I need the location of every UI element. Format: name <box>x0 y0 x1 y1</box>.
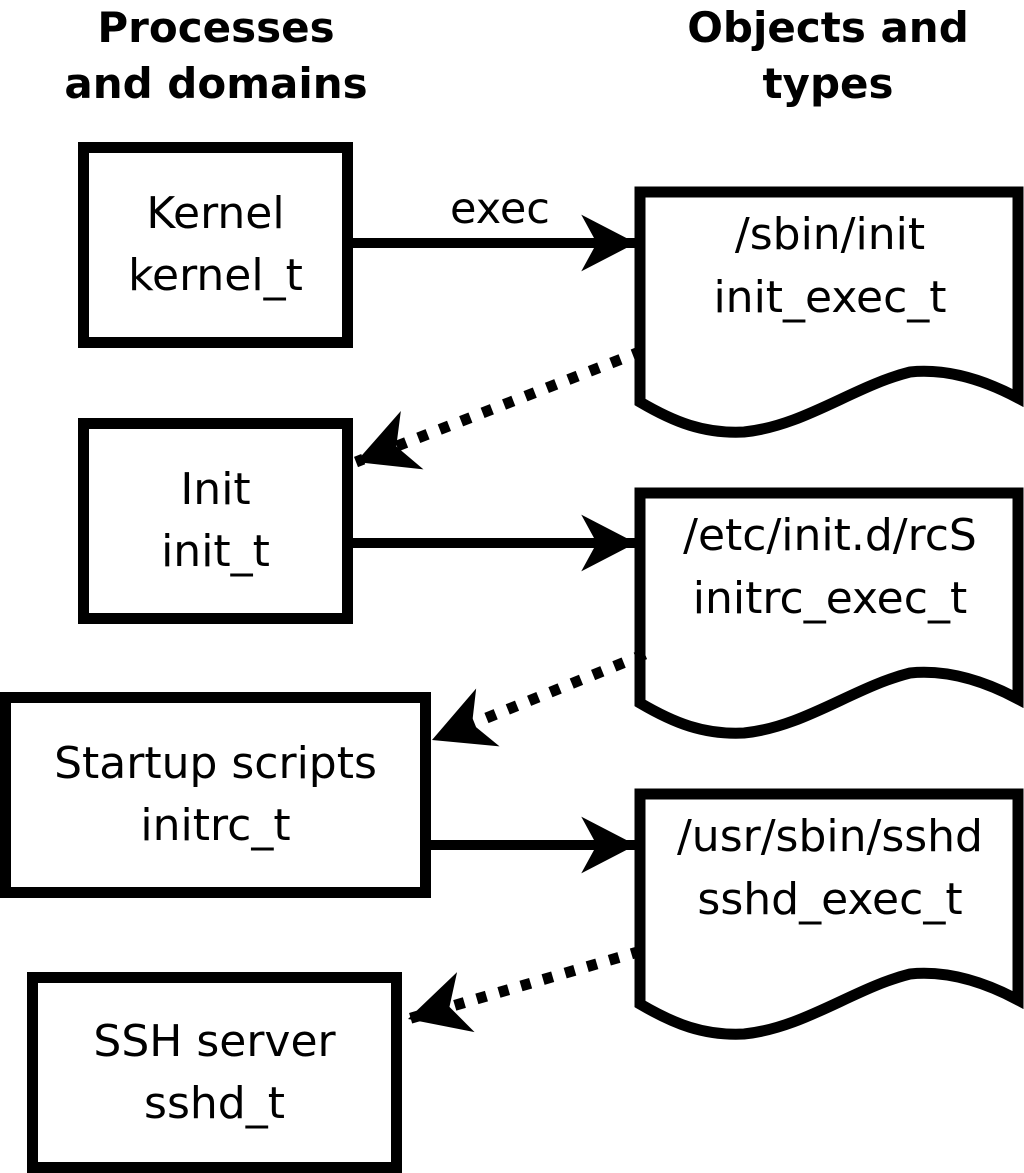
object-file-type: init_exec_t <box>713 272 947 323</box>
document-shape-usr-sbin-sshd <box>634 788 1024 1040</box>
transition-arrow-initrc-exec-to-initrc-t <box>429 648 648 747</box>
object-doc-sbin-init: /sbin/init init_exec_t <box>634 203 1024 329</box>
process-domain-type: kernel_t <box>128 250 303 301</box>
document-shape-etc-initd-rcs <box>634 487 1024 739</box>
exec-arrow-label: exec <box>450 184 550 234</box>
document-shape-sbin-init <box>634 186 1024 438</box>
process-domain-type: sshd_t <box>144 1077 285 1129</box>
object-file-type: initrc_exec_t <box>692 573 968 624</box>
document-outline <box>634 487 1024 739</box>
process-box-startup-scripts: Startup scripts initrc_t <box>0 692 431 898</box>
process-name: SSH server <box>93 1015 336 1067</box>
object-doc-usr-sbin-sshd: /usr/sbin/sshd sshd_exec_t <box>634 805 1024 931</box>
column-header-processes: Processes and domains <box>64 3 368 108</box>
process-domain-type: initrc_t <box>140 800 291 851</box>
document-outline <box>634 186 1024 438</box>
object-file-path: /sbin/init <box>734 209 926 260</box>
transition-arrow-sshd-exec-to-sshd-t <box>406 945 643 1033</box>
process-box-kernel: Kernel kernel_t <box>78 142 353 348</box>
process-name: Init <box>180 464 251 515</box>
transition-arrow-init-exec-to-init-t <box>354 345 644 470</box>
object-file-path: /etc/init.d/rcS <box>683 510 977 561</box>
object-doc-etc-initd-rcs: /etc/init.d/rcS initrc_exec_t <box>634 504 1024 630</box>
object-file-type: sshd_exec_t <box>697 874 963 925</box>
process-name: Startup scripts <box>54 738 377 789</box>
object-file-path: /usr/sbin/sshd <box>676 811 983 862</box>
column-header-objects: Objects and types <box>687 3 969 108</box>
process-domain-type: init_t <box>161 526 270 577</box>
process-name: Kernel <box>146 188 285 239</box>
process-box-init: Init init_t <box>78 418 353 624</box>
document-outline <box>634 788 1024 1040</box>
process-box-ssh-server: SSH server sshd_t <box>27 972 402 1173</box>
